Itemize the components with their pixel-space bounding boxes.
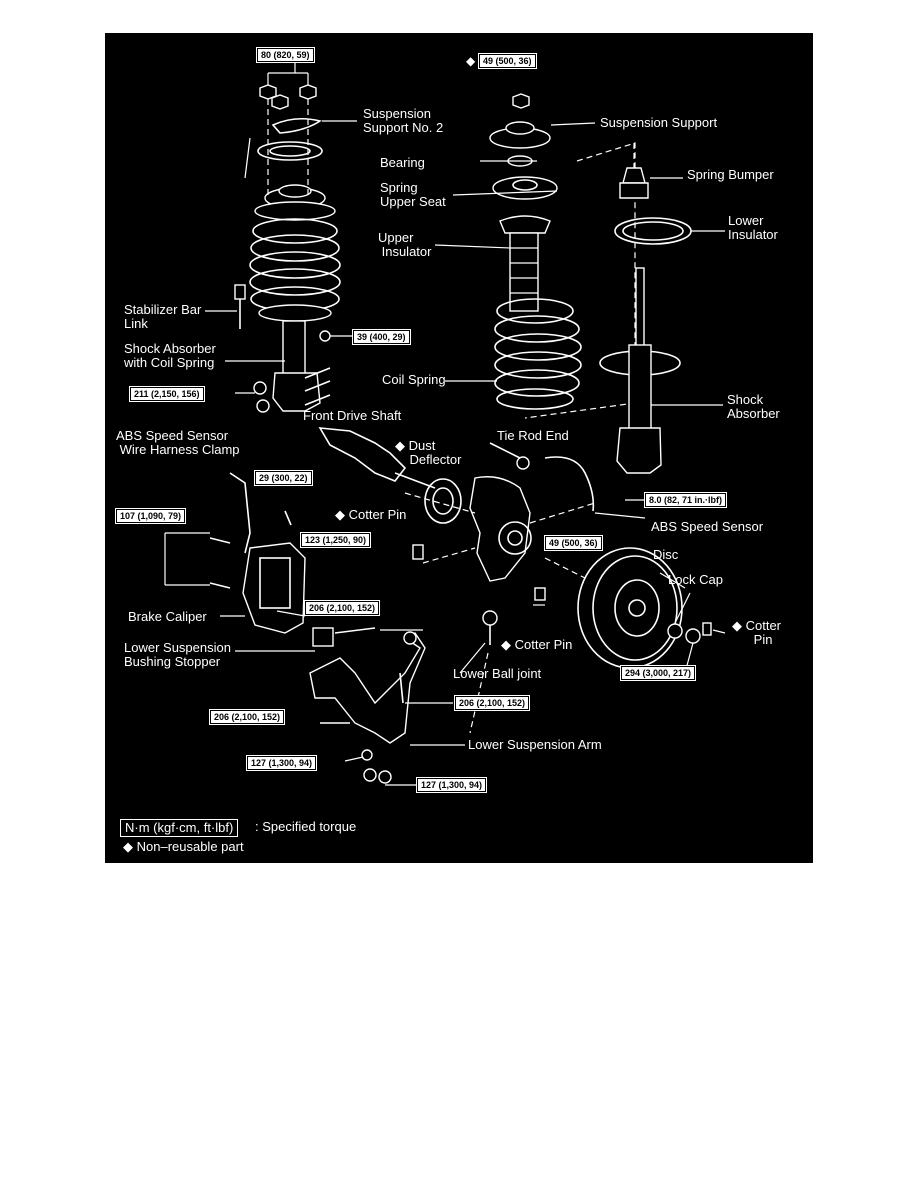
lower-suspension-arm [309,627,426,784]
label-disc: Disc [653,547,679,562]
label-dust-deflector: ◆ Dust Deflector [395,438,462,467]
legend-unit-box: N·m (kgf·cm, ft·lbf) [120,819,239,837]
legend-nonreusable: ◆ Non–reusable part [123,839,244,854]
leader-lines [164,58,726,786]
diagram-drawing [164,58,726,786]
label-lock-cap: Lock Cap [668,572,723,587]
right-shock-column [599,143,692,474]
torque-box-107: 107 (1,090, 79) [114,508,187,524]
label-cotter-pin-2: ◆ Cotter Pin [732,618,782,647]
label-abs-wire-harness-clamp: ABS Speed Sensor Wire Harness Clamp [116,428,240,457]
drive-shaft-knuckle [318,427,712,734]
torque-box-49-top: 49 (500, 36) [478,53,537,69]
label-abs-speed-sensor: ABS Speed Sensor [651,519,764,534]
torque-box-206-top: 206 (2,100, 152) [303,600,381,616]
label-front-drive-shaft: Front Drive Shaft [303,408,402,423]
label-cotter-pin-3: ◆ Cotter Pin [501,637,573,652]
nut-2 [271,94,289,110]
torque-box-206-mid: 206 (2,100, 152) [453,695,531,711]
torque-box-123: 123 (1,250, 90) [299,532,372,548]
torque-box-39: 39 (400, 29) [352,329,411,345]
legend-unit-text: : Specified torque [255,819,357,834]
label-tie-rod-end: Tie Rod End [497,428,569,443]
center-spring-stack [489,93,636,419]
label-coil-spring: Coil Spring [382,372,446,387]
label-cotter-pin-1: ◆ Cotter Pin [335,507,407,522]
label-spring-bumper: Spring Bumper [687,167,774,182]
label-lower-ball-joint: Lower Ball joint [453,666,542,681]
brake-caliper [209,472,306,634]
exploded-suspension-diagram: 80 (820, 59) ◆ 49 (500, 36) 39 (400, 29)… [105,33,813,863]
torque-box-127-left: 127 (1,300, 94) [245,755,318,771]
label-upper-insulator: Upper Insulator [378,230,432,259]
nut-3 [299,84,317,100]
torque-box-211: 211 (2,150, 156) [129,386,205,402]
left-strut-assembly [234,84,341,413]
torque-box-49-mid: 49 (500, 36) [544,535,603,551]
nonreusable-mark: ◆ [466,54,476,68]
label-brake-caliper: Brake Caliper [128,609,207,624]
torque-box-206-left: 206 (2,100, 152) [208,709,286,725]
label-suspension-support: Suspension Support [600,115,718,130]
torque-box-127-bottom: 127 (1,300, 94) [415,777,488,793]
label-bearing: Bearing [380,155,425,170]
label-lower-suspension-arm: Lower Suspension Arm [468,737,602,752]
torque-box-29: 29 (300, 22) [254,470,313,486]
torque-box-294: 294 (3,000, 217) [619,665,697,681]
torque-box-80: 80 (820, 59) [256,47,315,63]
torque-box-8: 8.0 (82, 71 in.·lbf) [643,492,728,508]
